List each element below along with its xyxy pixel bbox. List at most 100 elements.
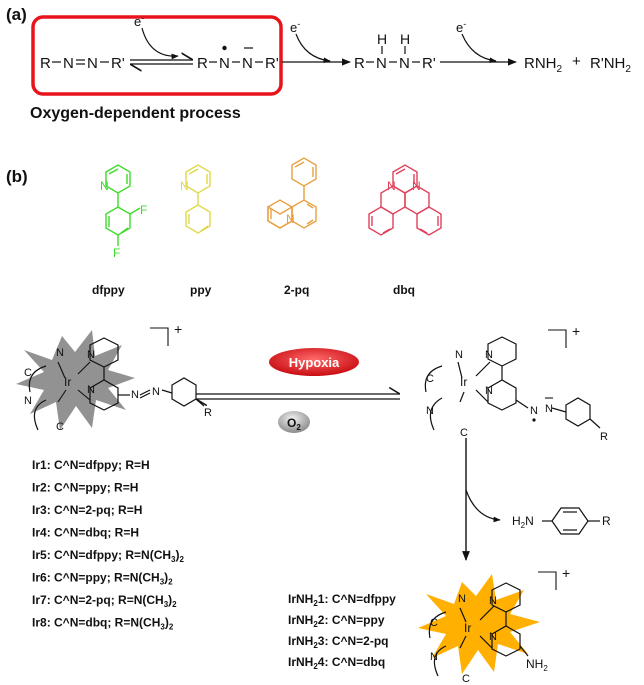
aniline-ring <box>542 507 600 535</box>
ppy-n: N <box>180 179 189 193</box>
azo-r-prime: R' <box>111 55 125 72</box>
left-azo-n1: N <box>131 389 139 401</box>
ir-list-item: Ir5: C^N=dfppy; R=N(CH3)2 <box>32 548 184 564</box>
dbq-label: dbq <box>393 283 415 297</box>
product-ir: Ir <box>464 621 471 635</box>
azo-r: R <box>40 55 51 72</box>
product-n1: N <box>458 593 466 605</box>
ir-list-item: Ir4: C^N=dbq; R=H <box>32 526 139 540</box>
amine-1: RNH2 <box>524 55 563 75</box>
ir-list-item: Ir8: C^N=dbq; R=N(CH3)2 <box>32 616 174 632</box>
hydrazo-r-prime: R' <box>422 55 436 72</box>
right-n2: N <box>426 405 434 417</box>
electron-curve-3 <box>461 33 497 64</box>
irnh2-list-item: IrNH22: C^N=ppy <box>288 613 385 629</box>
product-n2: N <box>430 651 438 663</box>
hydrazo-compound: R N H N H R' <box>354 31 436 72</box>
left-azo-n2: N <box>152 386 160 398</box>
left-n3: N <box>87 349 95 361</box>
left-ir: Ir <box>64 375 71 389</box>
dbq-n2: N <box>412 179 421 193</box>
right-azo-n1: N <box>530 405 538 417</box>
ligand-2pq <box>267 157 317 229</box>
ligand-dbq <box>368 164 442 236</box>
oxygen-dependent-box <box>31 15 283 96</box>
left-charge: + <box>174 321 182 337</box>
dfppy-label: dfppy <box>92 283 125 297</box>
radical-n1: N <box>219 55 230 72</box>
irnh2-list-item: IrNH23: C^N=2-pq <box>288 634 389 650</box>
azo-compound: R N N R' <box>40 55 125 72</box>
radical-dot <box>222 45 227 51</box>
aniline-release-curve <box>465 489 501 523</box>
ir-list: Ir1: C^N=dfppy; R=H Ir2: C^N=ppy; R=H Ir3:… <box>32 458 184 632</box>
panel-a: (a) R N N R' e- R N N R' <box>6 5 631 122</box>
complex-right <box>424 336 601 431</box>
radical-n2: N <box>242 55 253 72</box>
hydrazo-h1: H <box>377 31 387 47</box>
hypoxia-ellipse <box>269 348 359 376</box>
complex-left <box>16 330 205 431</box>
ir-list-item: Ir2: C^N=ppy; R=H <box>32 481 138 495</box>
right-c2: C <box>460 427 468 439</box>
product-c2: C <box>462 673 470 685</box>
ir-list-item: Ir7: C^N=2-pq; R=N(CH3)2 <box>32 593 177 609</box>
amine-2: R'NH2 <box>590 55 631 75</box>
azo-n1: N <box>63 55 74 72</box>
dfppy-n: N <box>100 179 109 193</box>
left-n1: N <box>56 347 64 359</box>
right-n3: N <box>485 349 493 361</box>
ligand-dfppy <box>105 164 141 246</box>
product-n3: N <box>489 595 497 607</box>
aniline-amine: H2N <box>512 514 534 530</box>
left-r: R <box>204 407 212 419</box>
right-r: R <box>600 431 608 443</box>
panel-b: (b) N F F dfppy N ppy <box>6 157 611 685</box>
left-c1: C <box>24 367 32 379</box>
left-n4: N <box>87 384 95 396</box>
left-bracket <box>150 327 169 346</box>
left-n2: N <box>24 395 32 407</box>
electron-1: e- <box>134 13 144 29</box>
electron-curve-1 <box>141 27 179 60</box>
product-charge: + <box>562 565 570 581</box>
right-n4: N <box>485 385 493 397</box>
product-nh2: NH2 <box>526 657 548 673</box>
dfppy-f2: F <box>113 246 120 260</box>
aniline-r: R <box>602 514 611 528</box>
2pq-label: 2-pq <box>284 283 309 297</box>
ir-list-item: Ir6: C^N=ppy; R=N(CH3)2 <box>32 571 173 587</box>
hydrazo-r: R <box>354 55 365 72</box>
product-bracket <box>538 571 557 590</box>
electron-2: e- <box>290 19 300 35</box>
right-bracket <box>548 329 567 348</box>
hydrazo-n2: N <box>399 55 410 72</box>
radical-r-prime: R' <box>265 55 279 72</box>
electron-curve-2 <box>295 33 331 64</box>
oxygen-label: O2 <box>287 416 301 432</box>
amine-plus: + <box>572 53 581 70</box>
right-c1: C <box>426 373 434 385</box>
ir-list-item: Ir3: C^N=2-pq; R=H <box>32 503 142 517</box>
radical-r: R <box>197 55 208 72</box>
electron-3: e- <box>456 19 466 35</box>
right-azo-n2: N <box>545 403 553 415</box>
product-n4: N <box>489 631 497 643</box>
dfppy-f1: F <box>140 203 147 217</box>
irnh2-list-item: IrNH24: C^N=dbq <box>288 655 385 671</box>
right-ir: Ir <box>460 375 467 389</box>
product-c1: C <box>430 617 438 629</box>
ir-list-item: Ir1: C^N=dfppy; R=H <box>32 458 150 472</box>
azo-n2: N <box>87 55 98 72</box>
right-charge: + <box>572 323 580 339</box>
2pq-n: N <box>286 212 295 226</box>
left-c2: C <box>56 421 64 433</box>
grey-burst <box>16 330 135 430</box>
ppy-label: ppy <box>190 283 212 297</box>
process-label: Oxygen-dependent process <box>30 105 241 122</box>
gold-burst <box>418 574 540 674</box>
panel-b-label: (b) <box>6 167 28 186</box>
hydrazo-h2: H <box>400 31 410 47</box>
